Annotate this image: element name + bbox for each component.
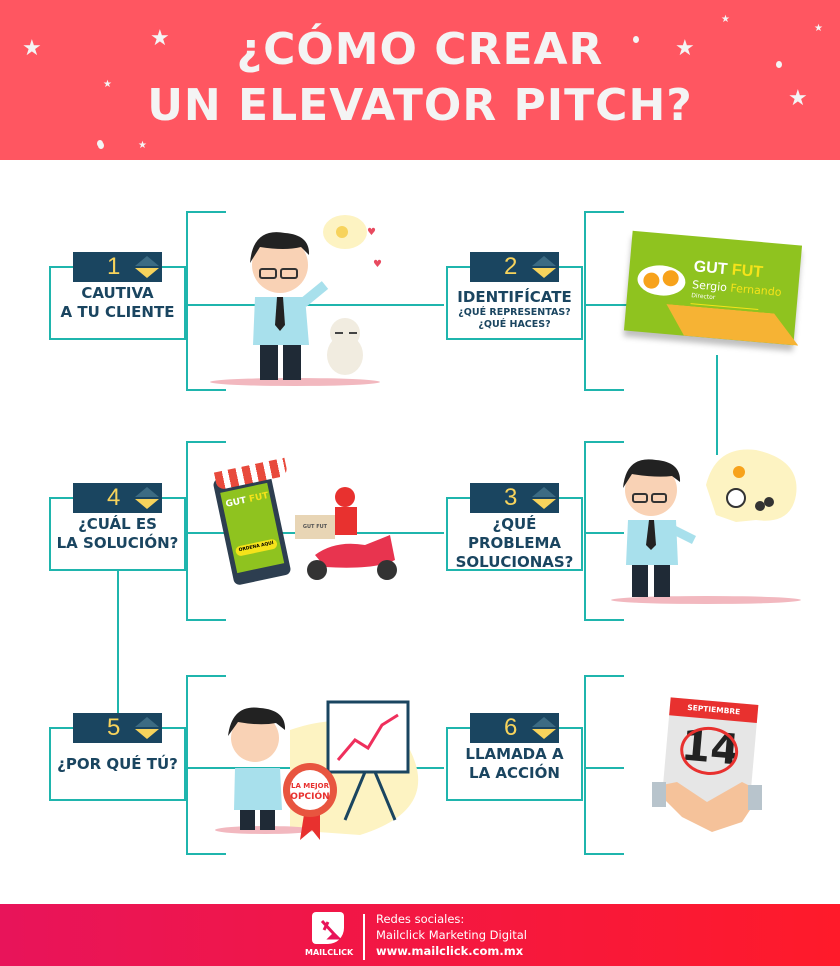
star-icon: ★ [103, 79, 112, 90]
star-icon: ★ [138, 140, 147, 151]
arrow-up-icon [135, 717, 159, 727]
title-line: UN ELEVATOR PITCH? [147, 80, 693, 131]
footer: MAILCLICK Redes sociales: Mailclick Mark… [0, 904, 840, 966]
social-label: Redes sociales: [376, 912, 465, 926]
mailclick-logo[interactable] [312, 912, 344, 944]
page-title: ¿CÓMO CREAR UN ELEVATOR PITCH? [0, 22, 840, 134]
step-3-badge: 3 [470, 483, 559, 513]
step-2-badge: 2 [470, 252, 559, 282]
star-icon: ★ [22, 36, 42, 61]
businessman-problem-illustration [611, 449, 801, 604]
best-option-illustration: LA MEJOR OPCIÓN [215, 700, 419, 840]
arrow-up-icon [135, 256, 159, 266]
card-stripe [664, 304, 801, 346]
logo-text: MAILCLICK [305, 948, 354, 957]
step-subtitle: ¿QUÉ REPRESENTAS? [458, 307, 571, 318]
arrow-up-icon [532, 487, 556, 497]
arrow-up-icon [532, 256, 556, 266]
step-4-badge: 4 [73, 483, 162, 513]
svg-text:LA MEJOR: LA MEJOR [291, 782, 330, 790]
arrow-down-icon [135, 268, 159, 278]
title-line: ¿CÓMO CREAR [236, 24, 604, 75]
svg-text:♥: ♥ [373, 259, 382, 270]
star-icon: ★ [675, 36, 695, 61]
step-subtitle: ¿QUÉ HACES? [478, 319, 551, 330]
card-role: Director [690, 292, 716, 302]
star-icon: ★ [788, 86, 808, 111]
arrow-down-icon [135, 499, 159, 509]
dot [633, 36, 639, 43]
step-5-badge: 5 [73, 713, 162, 743]
dot [98, 142, 104, 149]
star-icon: ★ [721, 14, 730, 25]
step-title: ¿POR QUÉ TÚ? [57, 755, 178, 773]
svg-text:♥: ♥ [367, 227, 376, 238]
step-6-badge: 6 [470, 713, 559, 743]
arrow-down-icon [532, 268, 556, 278]
star-icon: ★ [150, 26, 170, 51]
step-title: IDENTIFÍCATE [457, 288, 572, 306]
step-1-badge: 1 [73, 252, 162, 282]
calendar-handshake-illustration: SEPTIEMBRE 14 [652, 697, 762, 837]
website-link[interactable]: www.mailclick.com.mx [376, 944, 524, 958]
arrow-down-icon [135, 729, 159, 739]
divider [363, 914, 365, 960]
dot [776, 61, 782, 68]
arrow-up-icon [135, 487, 159, 497]
star-icon: ★ [814, 23, 823, 34]
header-banner: ★ ★ ★ ★ ★ ★ ★ ★ ¿CÓMO CREAR UN ELEVATOR … [0, 0, 840, 160]
arrow-down-icon [532, 729, 556, 739]
delivery-illustration: GUT FUT ORDENA AQUÍ GUT FUT [212, 457, 405, 595]
social-name[interactable]: Mailclick Marketing Digital [376, 928, 527, 942]
svg-text:OPCIÓN: OPCIÓN [290, 790, 329, 802]
businessman-idea-illustration: ♥ ♥ [210, 215, 382, 386]
arrow-down-icon [532, 499, 556, 509]
arrow-up-icon [532, 717, 556, 727]
egg-logo-icon [637, 265, 686, 296]
step-5-box: ¿POR QUÉ TÚ? [49, 727, 186, 801]
business-card: GUT FUT Sergio Fernando Director [623, 230, 803, 346]
